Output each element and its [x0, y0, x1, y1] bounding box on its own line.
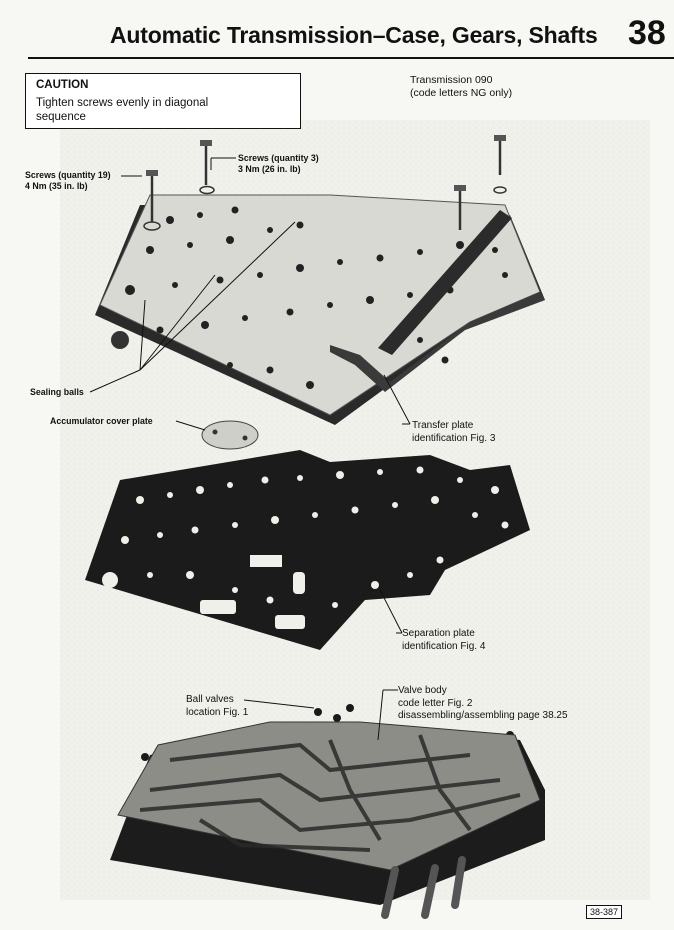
leader-lines [89, 157, 411, 741]
label-screws-19-line-2: 4 Nm (35 in. lb) [25, 181, 88, 191]
transmission-note-line-1: Transmission 090 [410, 74, 493, 86]
label-screws-3-line-2: 3 Nm (26 in. lb) [238, 164, 301, 174]
label-screws-3: Screws (quantity 3) 3 Nm (26 in. lb) [238, 153, 319, 175]
label-valve-body: Valve body code letter Fig. 2 disassembl… [398, 685, 568, 723]
caution-title: CAUTION [36, 79, 89, 91]
label-valve-body-line-2: code letter Fig. 2 [398, 697, 473, 709]
chapter-number: 38 [628, 14, 666, 52]
accumulator-cover-plate [201, 420, 259, 450]
label-ball-valves-line-2: location Fig. 1 [186, 706, 249, 718]
figure-reference: 38-387 [586, 905, 623, 919]
label-valve-body-line-1: Valve body [398, 685, 447, 696]
label-transfer-plate-line-1: Transfer plate [412, 420, 474, 431]
label-accumulator-cover-plate: Accumulator cover plate [50, 416, 153, 426]
valve-body [110, 721, 545, 919]
caution-box: CAUTION Tighten screws evenly in diagona… [25, 73, 301, 129]
label-transfer-plate-line-2: identification Fig. 3 [412, 432, 496, 444]
label-separation-plate-line-2: identification Fig. 4 [402, 640, 486, 652]
screws [150, 140, 502, 230]
label-ball-valves: Ball valves location Fig. 1 [186, 694, 248, 719]
label-screws-19-line-1: Screws (quantity 19) [25, 170, 111, 180]
transfer-plate [95, 194, 545, 425]
header-rule [28, 57, 674, 59]
label-screws-3-line-1: Screws (quantity 3) [238, 153, 319, 163]
label-transfer-plate: Transfer plate identification Fig. 3 [412, 420, 495, 445]
page-title: Automatic Transmission–Case, Gears, Shaf… [110, 22, 598, 48]
label-screws-19: Screws (quantity 19) 4 Nm (35 in. lb) [25, 170, 111, 192]
label-ball-valves-line-1: Ball valves [186, 694, 234, 705]
label-sealing-balls: Sealing balls [30, 387, 84, 397]
transmission-note: Transmission 090 (code letters NG only) [410, 74, 512, 99]
label-separation-plate: Separation plate identification Fig. 4 [402, 628, 485, 653]
transmission-note-line-2: (code letters NG only) [410, 86, 513, 99]
label-separation-plate-line-1: Separation plate [402, 628, 475, 639]
separation-plate [85, 450, 530, 650]
label-valve-body-line-3: disassembling/assembling page 38.25 [398, 710, 568, 721]
caution-text: Tighten screws evenly in diagonal sequen… [36, 97, 209, 123]
